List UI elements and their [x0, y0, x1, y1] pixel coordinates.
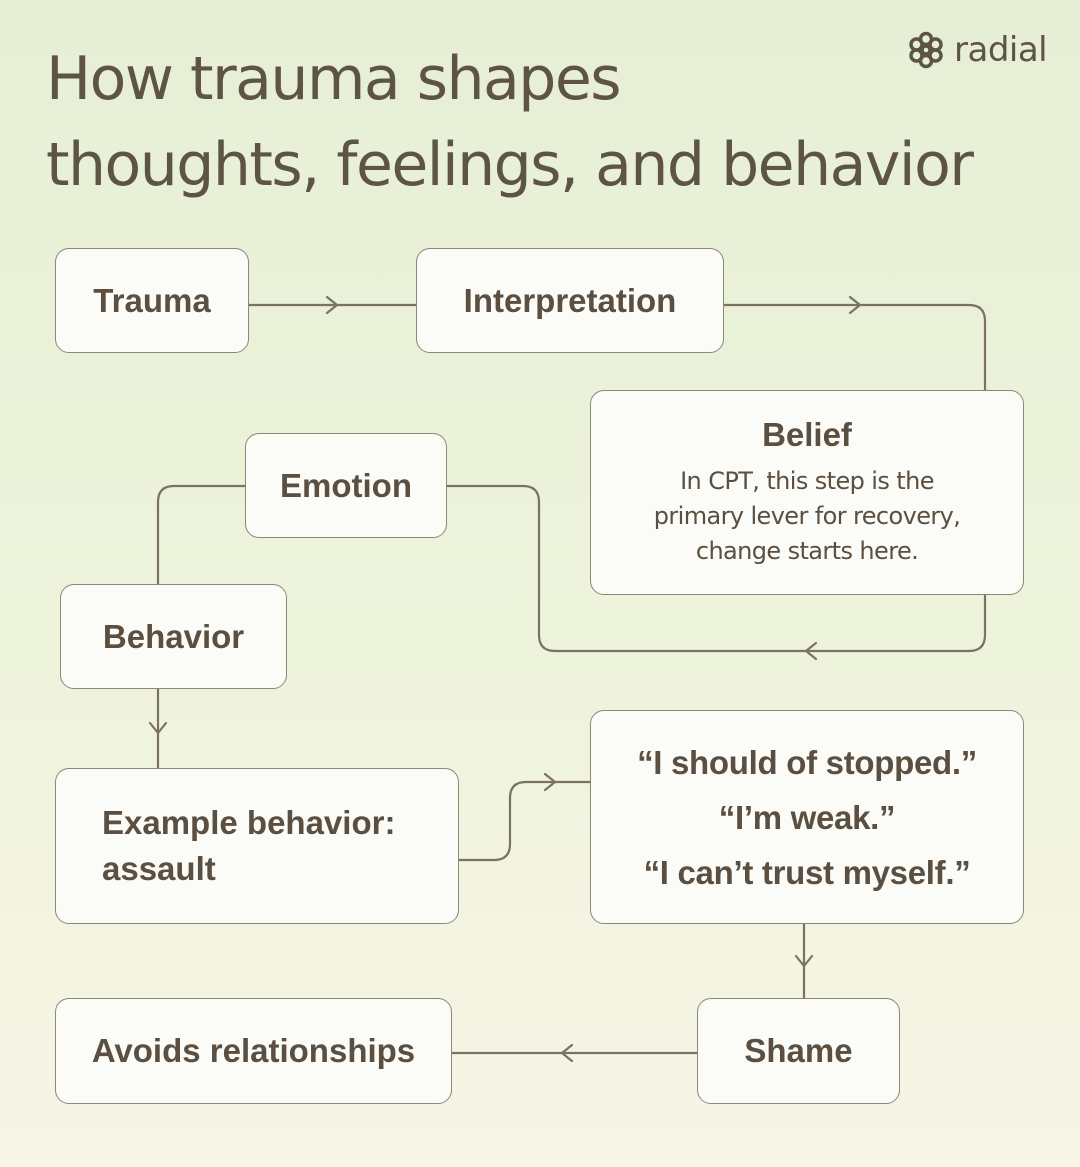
node-interpretation-label: Interpretation — [463, 281, 677, 319]
node-avoids-label: Avoids relationships — [91, 1032, 416, 1069]
connector-example-quotes — [457, 780, 593, 862]
node-belief-description: In CPT, this step is the primary lever f… — [654, 464, 961, 569]
node-emotion: Emotion — [245, 433, 447, 538]
node-belief: Belief In CPT, this step is the primary … — [590, 390, 1024, 595]
arrow-interpretation-belief — [848, 295, 862, 315]
arrow-belief-emotion — [804, 641, 818, 661]
title-line-1: How trauma shapes — [46, 44, 622, 114]
arrow-trauma-interpretation — [325, 295, 339, 315]
arrow-behavior-example — [148, 721, 168, 735]
arrow-quotes-shame — [794, 954, 814, 968]
node-shame-label: Shame — [744, 1032, 853, 1069]
node-shame: Shame — [697, 998, 900, 1104]
connector-interpretation-belief — [721, 303, 987, 392]
node-example-behavior: Example behavior: assault — [55, 768, 459, 924]
connector-emotion-behavior — [156, 484, 248, 587]
flower-logo-icon — [909, 31, 943, 69]
quote-line: “I can’t trust myself.” — [643, 853, 971, 891]
belief-desc-line: change starts here. — [695, 537, 919, 565]
connector-belief-emotion — [445, 484, 987, 653]
node-trauma: Trauma — [55, 248, 249, 353]
example-line: assault — [102, 850, 216, 887]
title-line-2: thoughts, feelings, and behavior — [46, 130, 974, 200]
quote-line: “I should of stopped.” — [637, 743, 977, 781]
node-interpretation: Interpretation — [416, 248, 724, 353]
node-self-talk-quotes: “I should of stopped.” “I’m weak.” “I ca… — [590, 710, 1024, 924]
node-behavior-label: Behavior — [102, 617, 245, 655]
brand-logo: radial — [906, 28, 1048, 72]
node-avoids-relationships: Avoids relationships — [55, 998, 452, 1104]
node-belief-title: Belief — [762, 416, 852, 453]
node-behavior: Behavior — [60, 584, 287, 689]
diagram-title: How trauma shapes thoughts, feelings, an… — [46, 36, 974, 208]
example-line: Example behavior: — [102, 804, 396, 841]
node-trauma-label: Trauma — [93, 281, 211, 319]
quote-line: “I’m weak.” — [718, 798, 896, 836]
brand-name: radial — [954, 30, 1048, 70]
arrow-shame-avoids — [560, 1043, 574, 1063]
node-emotion-label: Emotion — [280, 466, 412, 504]
belief-desc-line: primary lever for recovery, — [653, 502, 961, 530]
arrow-example-quotes — [543, 772, 557, 792]
belief-desc-line: In CPT, this step is the — [680, 467, 934, 495]
